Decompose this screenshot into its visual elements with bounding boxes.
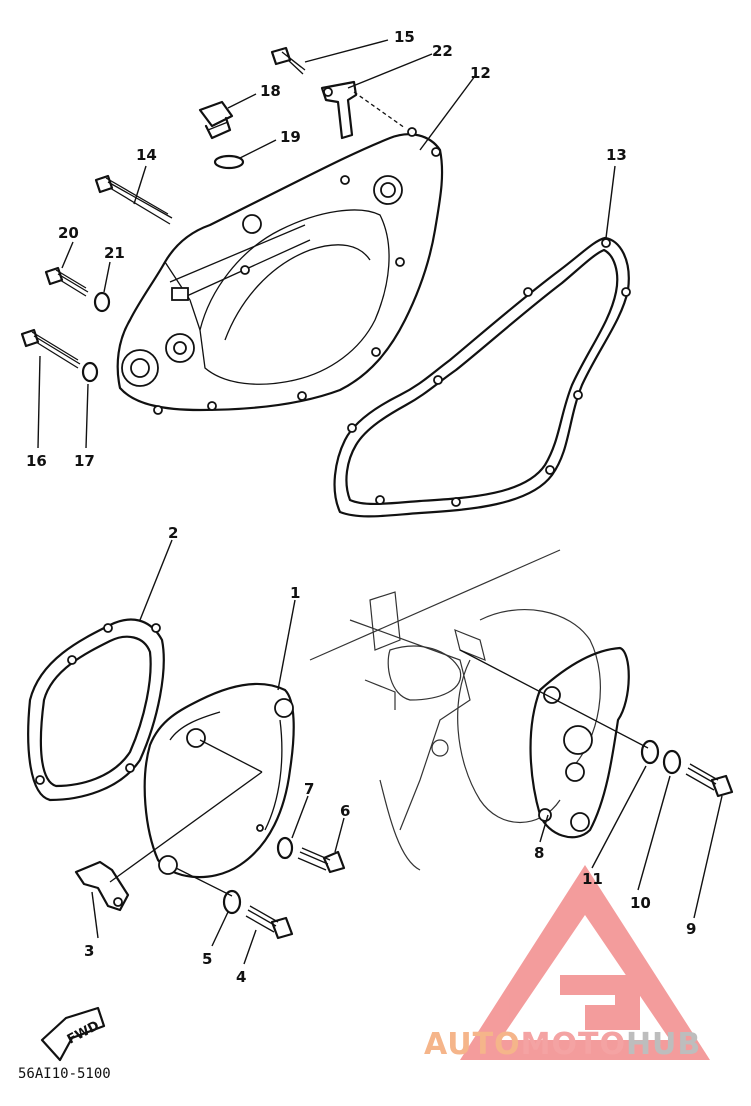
washer-17 xyxy=(81,361,99,383)
callout-18: 18 xyxy=(260,82,281,100)
callout-21: 21 xyxy=(104,244,125,262)
washer-7 xyxy=(276,836,294,860)
callout-19: 19 xyxy=(280,128,301,146)
watermark-wordmark: AUTOMOTOHUB xyxy=(424,1027,701,1062)
callout-8: 8 xyxy=(534,844,544,862)
bolt-4 xyxy=(245,905,294,940)
bolt-16 xyxy=(20,328,81,369)
callout-4: 4 xyxy=(236,968,246,986)
washer-5 xyxy=(222,889,242,915)
callout-6: 6 xyxy=(340,802,350,820)
callout-1: 1 xyxy=(290,584,300,602)
watermark-part-hub: HUB xyxy=(626,1027,701,1062)
callout-3: 3 xyxy=(84,942,94,960)
callout-22: 22 xyxy=(432,42,453,60)
o-ring-11 xyxy=(640,739,660,765)
callout-10: 10 xyxy=(630,894,651,912)
callout-20: 20 xyxy=(58,224,79,242)
callout-9: 9 xyxy=(686,920,696,938)
callout-2: 2 xyxy=(168,524,178,542)
washer-21 xyxy=(93,291,111,313)
crankcase-cover xyxy=(116,127,444,415)
clamp-22 xyxy=(320,80,358,140)
gasket-2 xyxy=(27,618,165,802)
bolt-6 xyxy=(297,847,346,874)
watermark-part-auto: AUTO xyxy=(424,1027,521,1062)
engine-background xyxy=(309,549,601,871)
fwd-label: FWD xyxy=(65,1018,102,1047)
callout-7: 7 xyxy=(304,780,314,798)
bolt-20 xyxy=(44,266,89,297)
watermark-part-moto: MOTO xyxy=(521,1027,626,1062)
callout-11: 11 xyxy=(582,870,603,888)
callout-13: 13 xyxy=(606,146,627,164)
callout-5: 5 xyxy=(202,950,212,968)
gasket-crankcase-cover xyxy=(333,236,631,518)
bolt-15 xyxy=(270,46,306,75)
callout-labels: 15 22 12 18 19 14 13 20 21 16 17 2 1 7 6… xyxy=(26,28,696,986)
o-ring-19 xyxy=(213,154,245,170)
cover-1 xyxy=(143,682,295,879)
bolt-14 xyxy=(94,174,173,225)
callout-14: 14 xyxy=(136,146,157,164)
oil-cap-18 xyxy=(198,100,234,140)
leader-lines xyxy=(37,39,723,965)
forward-arrow: FWD xyxy=(40,1006,106,1062)
washer-10 xyxy=(662,749,682,775)
bolt-9 xyxy=(685,763,734,798)
pump-cover-8 xyxy=(529,646,630,839)
callout-15: 15 xyxy=(394,28,415,46)
callout-12: 12 xyxy=(470,64,491,82)
callout-17: 17 xyxy=(74,452,95,470)
watermark-logo xyxy=(460,865,710,1060)
diagram-code: 56AI10-5100 xyxy=(18,1066,111,1082)
callout-16: 16 xyxy=(26,452,47,470)
clamp-3 xyxy=(74,860,130,912)
